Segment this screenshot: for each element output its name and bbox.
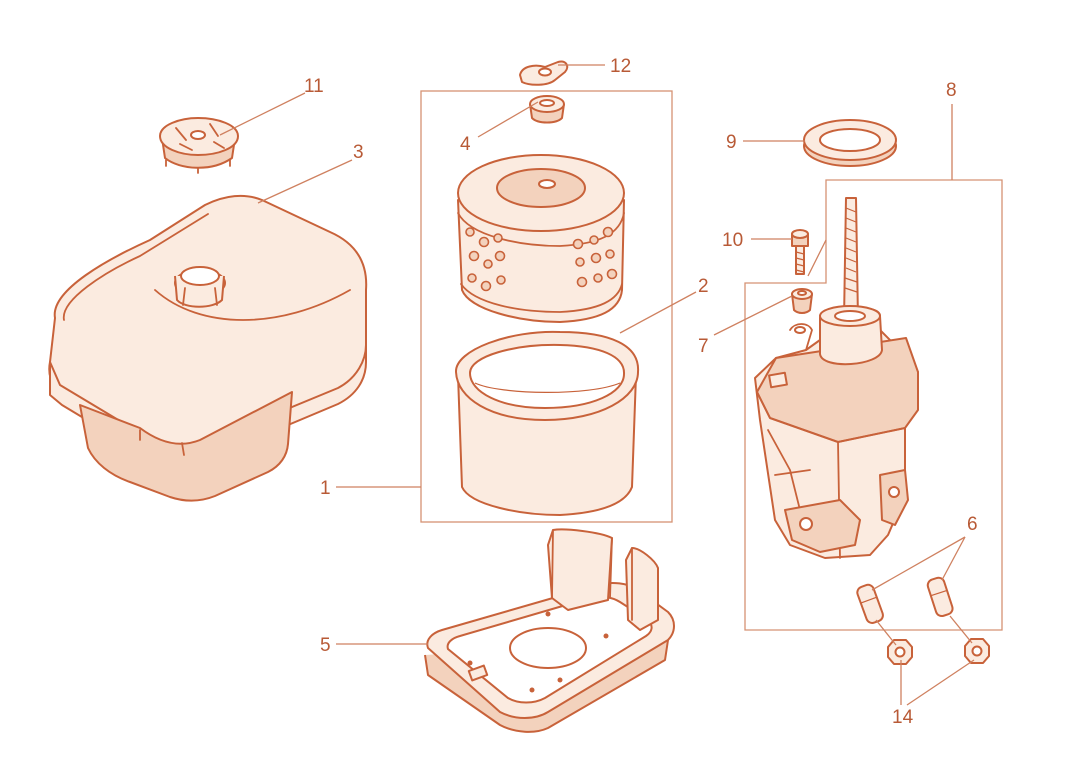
callout-11: 11 — [304, 76, 324, 97]
part-filter-element — [457, 154, 625, 323]
part-2-foam-element — [454, 330, 640, 516]
callout-3: 3 — [353, 142, 364, 163]
callout-4: 4 — [460, 134, 471, 155]
callout-6: 6 — [967, 514, 978, 535]
leader-lines — [219, 64, 975, 706]
callout-12: 12 — [610, 56, 631, 77]
part-stud — [843, 197, 859, 321]
part-3-air-cleaner-cover — [48, 194, 368, 502]
part-10-bolt — [791, 229, 809, 275]
callout-14: 14 — [892, 707, 914, 728]
callout-labels: 1 2 3 4 5 6 7 8 9 10 11 12 14 — [304, 56, 978, 728]
callout-8: 8 — [946, 80, 957, 101]
part-8-housing — [754, 305, 919, 559]
callout-2: 2 — [698, 276, 709, 297]
callout-1: 1 — [320, 478, 331, 499]
part-6-studs — [856, 576, 954, 624]
callout-5: 5 — [320, 635, 331, 656]
callout-10: 10 — [722, 230, 743, 251]
part-9-gasket — [803, 119, 897, 167]
part-4-grommet — [529, 95, 565, 124]
part-5-base-plate — [424, 528, 675, 733]
part-7-collar — [791, 288, 813, 314]
filter-group-frame — [420, 90, 673, 523]
callout-7: 7 — [698, 336, 709, 357]
housing-group-frame — [744, 179, 1003, 631]
callout-9: 9 — [726, 132, 737, 153]
part-11-knob — [159, 117, 239, 174]
